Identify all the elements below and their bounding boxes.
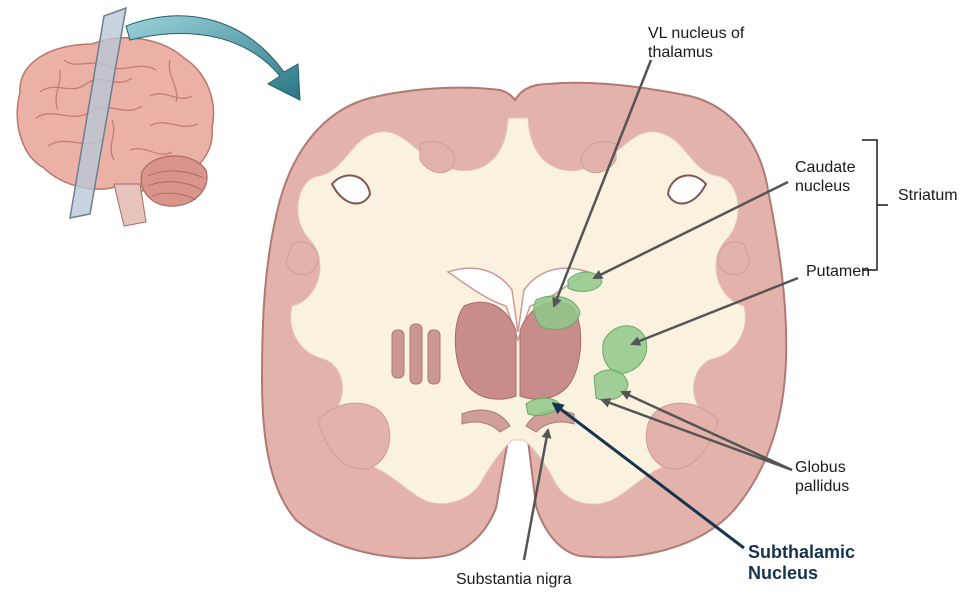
label-striatum: Striatum <box>898 186 958 205</box>
label-caudate-line1: Caudate <box>795 158 856 177</box>
label-vl-line2: thalamus <box>648 43 744 62</box>
label-globus-line2: pallidus <box>795 477 849 496</box>
coronal-section <box>262 83 786 558</box>
label-subthalamic-nucleus: Subthalamic Nucleus <box>748 542 855 584</box>
label-vl-nucleus: VL nucleus of thalamus <box>648 24 744 62</box>
label-globus-line1: Globus <box>795 458 849 477</box>
brain-stem <box>114 184 146 226</box>
label-substantia-nigra: Substantia nigra <box>456 570 572 589</box>
striatum-bracket <box>862 140 888 270</box>
label-caudate-nucleus: Caudate nucleus <box>795 158 856 196</box>
label-subthalamic-line1: Subthalamic <box>748 542 855 563</box>
brain-cerebellum <box>141 156 207 206</box>
label-globus-pallidus: Globus pallidus <box>795 458 849 496</box>
whole-brain-illustration <box>17 8 213 226</box>
label-caudate-line2: nucleus <box>795 177 856 196</box>
label-putamen: Putamen <box>806 262 870 281</box>
label-vl-line1: VL nucleus of <box>648 24 744 43</box>
label-subthalamic-line2: Nucleus <box>748 563 855 584</box>
